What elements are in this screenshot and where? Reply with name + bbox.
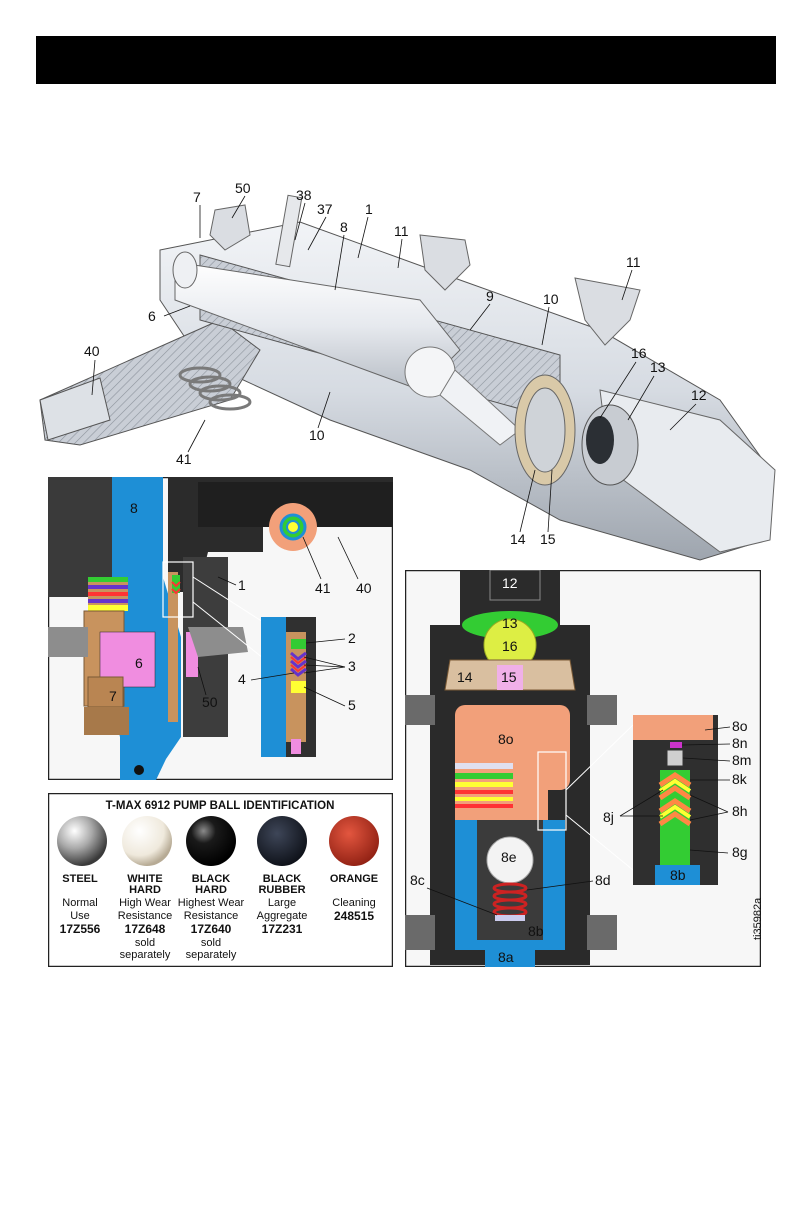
callout-10-b: 10 [309, 427, 325, 443]
callout-1: 1 [365, 201, 373, 217]
ball-0-code: 17Z556 [60, 922, 101, 936]
detail-callout-8c: 8c [410, 872, 425, 888]
ball-1-note1: sold [135, 937, 155, 949]
white-hard-ball-icon [122, 816, 172, 866]
detail-callout-8m: 8m [732, 752, 751, 768]
detail-callout-40: 40 [356, 580, 372, 596]
pump-cutaway-illustration: 7 50 38 37 1 8 11 11 9 10 6 40 16 13 12 … [39, 180, 776, 561]
ball-1-code: 17Z648 [125, 922, 166, 936]
ball-4-name: ORANGE [330, 873, 378, 885]
detail-callout-8g: 8g [732, 844, 748, 860]
ball-3-name2: RUBBER [258, 884, 305, 896]
detail-callout-8j: 8j [603, 809, 614, 825]
callout-13: 13 [650, 359, 666, 375]
ball-3-desc2: Aggregate [257, 910, 308, 922]
black-rubber-ball-icon [257, 816, 307, 866]
detail-callout-8a: 8a [498, 949, 514, 965]
ball-2-name2: HARD [195, 884, 227, 896]
ball-3-name: BLACK [263, 873, 302, 885]
ball-1-name2: HARD [129, 884, 161, 896]
detail-callout-3: 3 [348, 658, 356, 674]
ball-4-code: 248515 [334, 909, 374, 923]
ball-0-name: STEEL [62, 873, 98, 885]
callout-12: 12 [691, 387, 707, 403]
callout-40: 40 [84, 343, 100, 359]
detail-callout-14: 14 [457, 669, 473, 685]
detail-callout-8o-inset: 8o [732, 718, 748, 734]
detail-callout-7: 7 [109, 688, 117, 704]
ball-identification-table: T-MAX 6912 PUMP BALL IDENTIFICATION STEE… [48, 793, 393, 967]
ball-1-desc1: High Wear [119, 897, 171, 909]
detail-callout-8n: 8n [732, 735, 748, 751]
detail-callout-13: 13 [502, 615, 518, 631]
ball-1-desc2: Resistance [118, 910, 172, 922]
detail-callout-8k: 8k [732, 771, 748, 787]
callout-38: 38 [296, 187, 312, 203]
detail-right-cross-section: 12 13 16 14 15 8o 8e 8c 8d 8b 8a 8o 8n 8… [405, 570, 761, 967]
detail-callout-6: 6 [135, 655, 143, 671]
ball-3-code: 17Z231 [262, 922, 303, 936]
ball-4-desc1: Cleaning [332, 897, 375, 909]
header-bar [36, 36, 776, 84]
detail-callout-8o-main: 8o [498, 731, 514, 747]
ball-2-code: 17Z640 [191, 922, 232, 936]
steel-ball-icon [57, 816, 107, 866]
detail-callout-50: 50 [202, 694, 218, 710]
detail-callout-2: 2 [348, 630, 356, 646]
detail-callout-16: 16 [502, 638, 518, 654]
callout-37: 37 [317, 201, 333, 217]
ball-1-note2: separately [120, 949, 171, 961]
ball-table-title: T-MAX 6912 PUMP BALL IDENTIFICATION [106, 800, 335, 812]
callout-10-a: 10 [543, 291, 559, 307]
ball-2-name: BLACK [192, 873, 231, 885]
detail-callout-8h: 8h [732, 803, 748, 819]
callout-7: 7 [193, 189, 201, 205]
callout-15: 15 [540, 531, 556, 547]
black-hard-ball-icon [186, 816, 236, 866]
detail-callout-4: 4 [238, 671, 246, 687]
ball-2-desc1: Highest Wear [178, 897, 245, 909]
ball-0-desc2: Use [70, 910, 90, 922]
callout-11-b: 11 [626, 254, 641, 270]
detail-callout-15: 15 [501, 669, 517, 685]
orange-ball-icon [329, 816, 379, 866]
callout-11-a: 11 [394, 223, 409, 239]
detail-callout-8: 8 [130, 500, 138, 516]
ball-2-note1: sold [201, 937, 221, 949]
ball-2-note2: separately [186, 949, 237, 961]
detail-callout-8e: 8e [501, 849, 517, 865]
ball-3-desc1: Large [268, 897, 296, 909]
detail-callout-8d: 8d [595, 872, 611, 888]
callout-14: 14 [510, 531, 526, 547]
detail-left-cross-section: 8 1 41 40 6 7 50 2 3 4 5 [48, 477, 393, 780]
callout-8: 8 [340, 219, 348, 235]
callout-9: 9 [486, 288, 494, 304]
figure-id: ti35982a [752, 897, 764, 940]
ball-2-desc2: Resistance [184, 910, 238, 922]
ball-0-desc1: Normal [62, 897, 97, 909]
detail-callout-12: 12 [502, 575, 518, 591]
callout-6: 6 [148, 308, 156, 324]
callout-50: 50 [235, 180, 251, 196]
ball-1-name: WHITE [127, 873, 162, 885]
detail-callout-8b-inset: 8b [670, 867, 686, 883]
detail-callout-8b-main: 8b [528, 923, 544, 939]
callout-41: 41 [176, 451, 192, 467]
detail-callout-1: 1 [238, 577, 246, 593]
detail-callout-41: 41 [315, 580, 331, 596]
detail-callout-5: 5 [348, 697, 356, 713]
callout-16: 16 [631, 345, 647, 361]
main-callouts: 7 50 38 37 1 8 11 11 9 10 6 40 16 13 12 … [84, 180, 707, 547]
